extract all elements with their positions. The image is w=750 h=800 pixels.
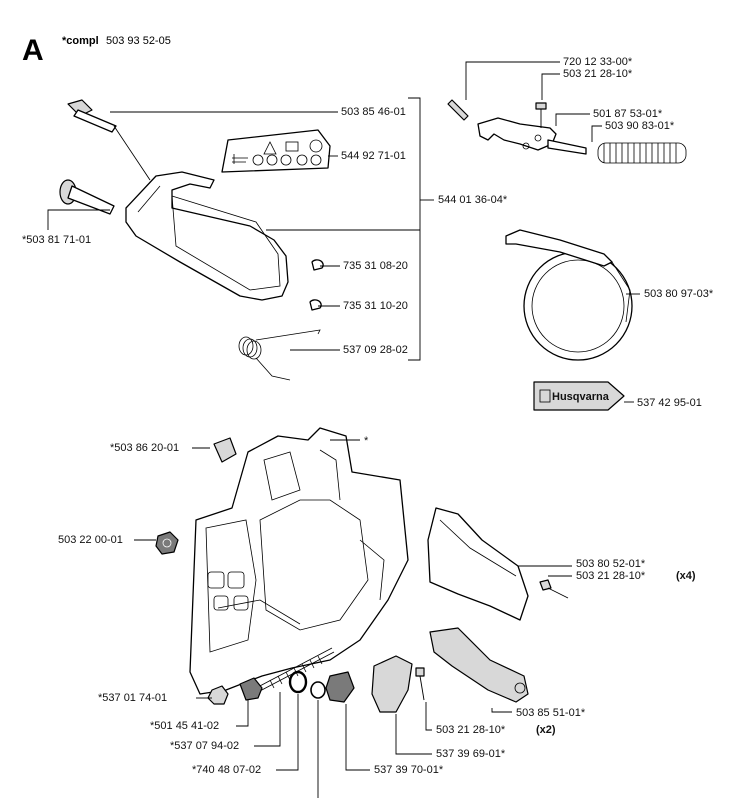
label-501-45-41-02: *501 45 41-02 [150, 720, 219, 732]
chain-brake-lever-group [447, 99, 587, 155]
screw-x2 [415, 667, 425, 701]
warning-decal [221, 129, 331, 173]
label-503-22-00-01: 503 22 00-01 [58, 534, 123, 546]
label-503-21-28-10-a: 503 21 28-10* [563, 68, 633, 80]
label-544-92-71-01: 544 92 71-01 [341, 150, 406, 162]
guide-plate [429, 627, 529, 703]
label-537-39-69-01: 537 39 69-01* [436, 748, 506, 760]
husqvarna-logo: Husqvarna [552, 391, 610, 403]
label-537-07-94-02: *537 07 94-02 [170, 740, 239, 752]
section-letter: A [22, 34, 44, 67]
label-501-87-53-01: 501 87 53-01* [593, 108, 663, 120]
handle-bolt-top [67, 99, 117, 133]
label-735-31-08-20: 735 31 08-20 [343, 260, 408, 272]
husqvarna-decal: Husqvarna [533, 381, 625, 411]
washer [310, 681, 326, 699]
label-537-42-95-01: 537 42 95-01 [637, 397, 702, 409]
label-star: * [364, 435, 369, 447]
label-735-31-10-20: 735 31 10-20 [343, 300, 408, 312]
label-503-21-28-10-c-qty: (x2) [536, 724, 556, 736]
drive-gear [325, 671, 355, 703]
clip-lower [309, 299, 322, 311]
label-537-09-28-02: 537 09 28-02 [343, 344, 408, 356]
compl-prefix: *compl [62, 35, 99, 47]
spring-coil [597, 142, 687, 164]
label-503-85-51-01: 503 85 51-01* [516, 707, 586, 719]
clutch-cover-plate [427, 507, 529, 621]
o-ring [288, 670, 308, 694]
chain-catcher [213, 437, 237, 463]
torsion-spring [238, 329, 321, 381]
handle-bolt-left [59, 179, 115, 215]
label-503-21-28-10-b-qty: (x4) [676, 570, 696, 582]
label-503-85-46-01: 503 85 46-01 [341, 106, 406, 118]
label-544-01-36-04: 544 01 36-04* [438, 194, 508, 206]
label-503-86-20-01: *503 86 20-01 [110, 442, 179, 454]
clutch-cover-housing [189, 427, 409, 695]
tensioner-block [239, 677, 263, 701]
chain-brake-handle [125, 171, 289, 301]
label-537-01-74-01: *537 01 74-01 [98, 692, 167, 704]
label-503-80-52-01: 503 80 52-01* [576, 558, 646, 570]
label-503-81-71-01: *503 81 71-01 [22, 234, 91, 246]
label-740-48-07-02: *740 48 07-02 [192, 764, 261, 776]
label-503-80-97-03: 503 80 97-03* [644, 288, 714, 300]
nut-503-22-00-01 [155, 531, 179, 555]
label-720-12-33-00: 720 12 33-00* [563, 56, 633, 68]
screw-x4 [539, 579, 569, 599]
label-503-90-83-01: 503 90 83-01* [605, 120, 675, 132]
clip-upper [311, 259, 324, 271]
compl-number: 503 93 52-05 [106, 35, 171, 47]
slide-block [371, 655, 413, 713]
brake-band [505, 229, 633, 361]
label-503-21-28-10-b: 503 21 28-10* [576, 570, 646, 582]
label-503-21-28-10-c: 503 21 28-10* [436, 724, 506, 736]
label-537-39-70-01: 537 39 70-01* [374, 764, 444, 776]
